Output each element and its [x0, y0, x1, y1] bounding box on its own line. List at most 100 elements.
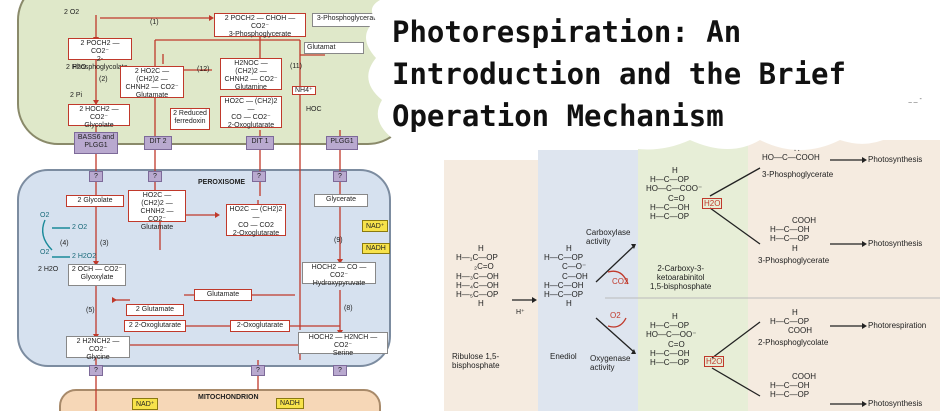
- carboxy-line-1: H—C—OP: [650, 175, 690, 185]
- oxygenase-line1: Oxygenase: [590, 354, 631, 363]
- dit1-transporter: DIT 1: [246, 136, 274, 150]
- rubp-line-3: ₂C=O: [474, 262, 494, 272]
- chloroplast-glycolate-box: 2 HOCH2 — CO2⁻ Glycolate: [68, 104, 130, 129]
- chloroplast-glycolate-formula: 2 HOCH2 — CO2⁻: [79, 106, 119, 122]
- phosphoglycolate-box: 2 POCH2 — CO2⁻ 2-Phosphoglycolate: [68, 38, 132, 71]
- enediol-line-4: H—C—OH: [544, 280, 584, 290]
- peroxisome-glutamate-box: HO2C — (CH2)2 — CHNH2 — CO2⁻ Glutamate: [128, 190, 186, 231]
- unknown-transporter-3: ?: [252, 171, 266, 182]
- carboxylase-line2: activity: [586, 237, 611, 247]
- nh4-label: NH4⁺: [292, 86, 316, 96]
- phosphoglycolate-formula: 2 POCH2 — CO2⁻: [80, 40, 120, 56]
- pga-bottom-line-1: H—C—OH: [770, 381, 810, 391]
- enediol-name: Enediol: [550, 352, 577, 361]
- peroxisome-glutamate-line2: CHNH2 — CO2⁻: [140, 208, 174, 224]
- carboxy-name-line2: ketoarabinitol: [656, 273, 705, 283]
- enediol-line-0: H: [566, 244, 572, 253]
- photosynthesis-label-1: Photosynthesis: [868, 155, 923, 164]
- o2-label-c: O2: [40, 249, 50, 256]
- title-line-3: Operation Mechanism: [392, 99, 724, 133]
- phosphoglycerate-a-formula: 2 POCH2 — CHOH — CO2⁻: [224, 15, 296, 31]
- unknown-transporter-6: ?: [251, 365, 265, 376]
- step-2-label: (2): [99, 76, 108, 83]
- pga-b-line-0: COOH: [792, 216, 816, 225]
- carboxy-intermediate-name: 2-Carboxy-3- ketoarabinitol 1,5-bisphosp…: [650, 264, 711, 292]
- carboxy-line-3: C=O: [668, 193, 685, 203]
- glycerate-box: Glycerate: [314, 194, 368, 207]
- step-1-label: (1): [150, 19, 159, 26]
- glyoxylate-formula: 2 OCH — CO2⁻: [71, 266, 123, 273]
- enediol-line-5: H—C—OP: [544, 289, 584, 299]
- chloroplast-oxoglutarate-box: HO2C — (CH2)2 — CO — CO2⁻ 2-Oxoglutarate: [220, 96, 282, 129]
- rubp-line-0: H: [478, 244, 484, 253]
- ferredoxin-line1: 2 Reduced: [173, 110, 207, 117]
- peroxisome-glutamate-line1: HO2C — (CH2)2 —: [141, 192, 173, 208]
- o2-label-a: O2: [40, 212, 50, 219]
- rubp-line-10: H: [478, 299, 484, 309]
- pga-b-name: 3-Phosphoglycerate: [758, 255, 830, 265]
- rubp-name-line2: bisphosphate: [452, 361, 500, 371]
- rubp-name-line1: Ribulose 1,5-: [452, 352, 500, 361]
- oxy-line-4: H—C—OH: [650, 348, 690, 358]
- carboxy-line-4: H—C—OH: [650, 202, 690, 212]
- oxy-h2o-label: H2O: [704, 356, 725, 367]
- pga-bottom-line-2: H—C—OP: [770, 390, 810, 400]
- co2-label: CO2: [612, 277, 629, 286]
- unknown-transporter-2: ?: [148, 171, 162, 182]
- enediol-line-3: C—OH: [562, 271, 588, 281]
- unknown-transporter-4: ?: [333, 171, 347, 182]
- glutamine-box: H2NOC — (CH2)2 — CHNH2 — CO2⁻ Glutamine: [220, 58, 282, 92]
- oxygenase-line2: activity: [590, 363, 615, 373]
- slide-title: Photorespiration: An Introduction and th…: [392, 11, 862, 137]
- hydroxypyruvate-box: HOCH2 — CO — CO2⁻ Hydroxypyruvate: [302, 262, 376, 287]
- chloroplast-glutamate-name: Glutamate: [135, 92, 169, 100]
- glyoxylate-box: 2 OCH — CO2⁻ Glyoxylate: [68, 264, 126, 286]
- photosynthesis-label-3: Photosynthesis: [868, 399, 923, 408]
- carboxy-line-0: H: [672, 166, 678, 175]
- glutamine-line1: H2NOC — (CH2)2 —: [234, 60, 268, 76]
- o2-top-label: 2 O2: [64, 9, 80, 16]
- glycine-formula: 2 H2NCH2 — CO2⁻: [76, 338, 120, 354]
- peroxisome-step-3-label: (3): [100, 240, 109, 247]
- bass6-line2: PLGG1: [84, 141, 108, 149]
- glutamate-cut-box: Glutamat: [304, 42, 364, 54]
- carboxylase-line1: Carboxylase: [586, 228, 631, 237]
- oxy-line-0: H: [672, 312, 678, 321]
- glutamate-2-box: 2 Glutamate: [126, 304, 184, 316]
- step-11-label: (11): [290, 63, 302, 70]
- product-pgly: H H—C—OP COOH 2-Phosphoglycolate: [758, 308, 828, 347]
- pga-a-line-1: HO—C—COOH: [762, 153, 820, 163]
- carboxy-line-5: H—C—OP: [650, 211, 690, 221]
- bass6-line1: BASS6 and: [77, 134, 115, 141]
- chloroplast-glutamate-line2: CHNH2 — CO2⁻: [125, 84, 179, 92]
- h-plus-label: H⁺: [516, 309, 525, 316]
- photosynthesis-label-2: Photosynthesis: [868, 239, 923, 248]
- oxoglutarate-2-box: 2 2-Oxoglutarate: [124, 320, 186, 332]
- title-line-2: Introduction and the Brief: [392, 57, 846, 91]
- carboxy-line-2: HO—C—COO⁻: [646, 184, 703, 194]
- carboxy-name-line3: 1,5-bisphosphate: [650, 282, 712, 292]
- carboxylase-label: Carboxylase activity: [586, 228, 630, 246]
- rubp-line-9: H—₅C—OP: [456, 289, 499, 299]
- product-pga-bottom: COOH H—C—OH H—C—OP: [770, 372, 816, 400]
- oxoglutarate-mid-box: 2-Oxoglutarate: [230, 320, 290, 332]
- o2-label-b: 2 O2: [72, 224, 88, 231]
- chloroplast-oxoglutarate-line1: HO2C — (CH2)2 —: [224, 98, 278, 114]
- dit2-transporter: DIT 2: [144, 136, 172, 150]
- phosphoglycerate-box-a: 2 POCH2 — CHOH — CO2⁻ 3-Phosphoglycerate: [214, 13, 306, 38]
- chloroplast-glutamate-line1: 2 HO2C — (CH2)2 —: [134, 68, 170, 84]
- chloroplast-glutamate-box: 2 HO2C — (CH2)2 — CHNH2 — CO2⁻ Glutamate: [120, 66, 184, 100]
- glutamine-name: Glutamine: [235, 84, 267, 92]
- carboxy-h2o-label: H2O: [702, 198, 723, 209]
- peroxisome-glutamate-name: Glutamate: [140, 224, 174, 232]
- pga-b-line-2: H—C—OP: [770, 234, 810, 244]
- h2o2-label: 2 H2O2: [72, 253, 97, 260]
- reaction-arrows: [512, 159, 862, 405]
- serine-name: Serine: [332, 350, 354, 358]
- peroxisome-glycolate-box: 2 Glycolate: [66, 195, 124, 207]
- mito-nad-plus: NAD⁺: [132, 398, 159, 410]
- glutamine-line2: CHNH2 — CO2⁻: [224, 76, 278, 84]
